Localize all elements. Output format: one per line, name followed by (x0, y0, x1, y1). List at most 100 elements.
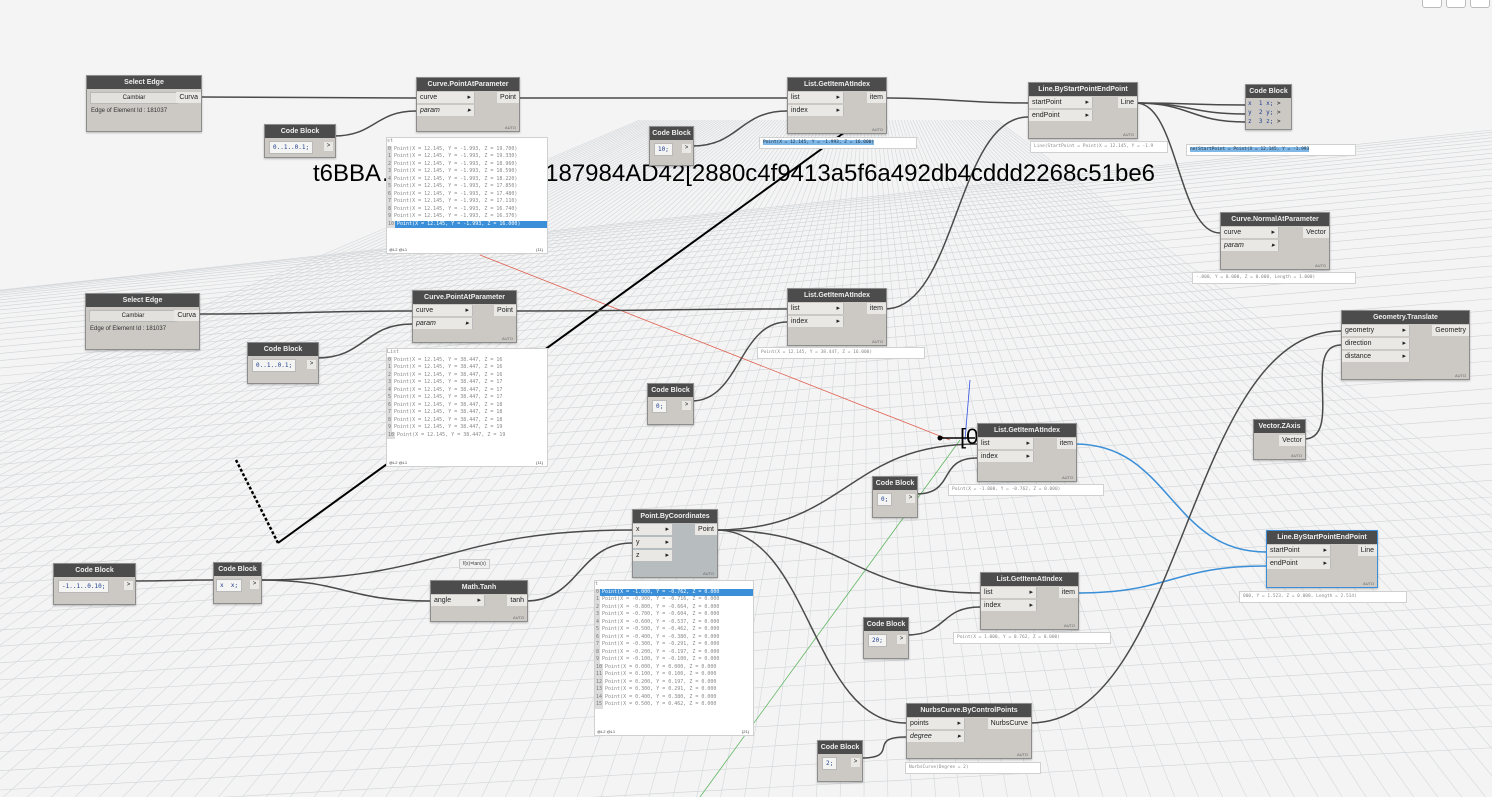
input-port-index[interactable]: index▸ (788, 105, 844, 116)
input-port-index[interactable]: index▸ (981, 600, 1037, 611)
code-editor[interactable]: -1..1..0.10; (58, 580, 110, 593)
graph-view-button[interactable] (1422, 0, 1442, 8)
vector-zaxis-node[interactable]: Vector.ZAxis Vector AUTO (1253, 419, 1306, 460)
input-port-endpoint[interactable]: endPoint▸ (1029, 110, 1093, 121)
input-port-distance[interactable]: distance▸ (1342, 351, 1410, 362)
curve-point-at-parameter-node-1[interactable]: Curve.PointAtParameter curve▸Point param… (416, 77, 520, 132)
output-port[interactable]: > (682, 144, 691, 153)
code-block-0-a[interactable]: Code Block 0; > (647, 383, 694, 425)
geometry-translate-node[interactable]: Geometry.Translate geometry▸Geometry dir… (1341, 310, 1470, 380)
line-by-start-end-node-1[interactable]: Line.ByStartPointEndPoint startPoint▸Lin… (1028, 82, 1138, 139)
code-block-0-b[interactable]: Code Block 0; > (872, 476, 918, 518)
output-port[interactable]: > (250, 580, 259, 589)
input-port-y[interactable]: y (1248, 109, 1252, 116)
code-block-xyz[interactable]: Code Block x 1 x; > y 2 y; > z 3 z; > (1245, 84, 1292, 130)
code-editor[interactable]: 0; (877, 493, 893, 506)
input-port-curve[interactable]: curve▸ (417, 92, 475, 103)
output-port-item[interactable]: item (1058, 587, 1078, 598)
code-editor[interactable]: 2; (822, 757, 838, 770)
code-block-x[interactable]: Code Block x x; > (213, 562, 262, 604)
output-port-point[interactable]: Point (494, 305, 516, 316)
output-port-tanh[interactable]: tanh (507, 595, 527, 606)
output-port-curva[interactable]: Curva (174, 310, 199, 321)
output-port-nurbscurve[interactable]: NurbsCurve (987, 718, 1031, 729)
input-port-z[interactable]: z (1248, 118, 1252, 125)
input-port-endpoint[interactable]: endPoint▸ (1267, 558, 1331, 569)
output-port-vector[interactable]: Vector (1303, 227, 1329, 238)
code-block-range-2[interactable]: Code Block 0..1..0.1; > (247, 342, 319, 384)
code-block-range-neg[interactable]: Code Block -1..1..0.10; > (53, 563, 136, 605)
list-get-item-at-index-node-4[interactable]: List.GetItemAtIndex list▸item index▸ AUT… (980, 572, 1079, 630)
view-controls[interactable] (1402, 0, 1492, 8)
change-selection-button[interactable]: Cambiar (90, 92, 178, 104)
input-port-startpoint[interactable]: startPoint▸ (1267, 545, 1331, 556)
input-port-list[interactable]: list▸ (788, 92, 844, 103)
output-port-point[interactable]: Point (497, 92, 519, 103)
code-editor[interactable]: x x; (216, 579, 243, 592)
input-port-direction[interactable]: direction▸ (1342, 338, 1410, 349)
output-port-item[interactable]: item (866, 92, 886, 103)
line-by-start-end-node-2[interactable]: Line.ByStartPointEndPoint startPoint▸Lin… (1266, 530, 1378, 588)
zoom-button[interactable] (1470, 0, 1490, 8)
select-edge-node-2[interactable]: Select Edge Cambiar Curva Edge of Elemen… (85, 293, 200, 350)
input-port-angle[interactable]: angle▸ (431, 595, 485, 606)
input-port-x[interactable]: x (220, 582, 224, 589)
change-selection-button[interactable]: Cambiar (89, 310, 177, 322)
code-block-range-1[interactable]: Code Block 0..1..0.1; > (264, 124, 336, 158)
input-port-y[interactable]: y▸ (633, 537, 673, 548)
input-port-list[interactable]: list▸ (981, 587, 1037, 598)
input-port-x[interactable]: x (1248, 100, 1252, 107)
curve-point-at-parameter-node-2[interactable]: Curve.PointAtParameter curve▸Point param… (412, 290, 517, 343)
input-port-curve[interactable]: curve▸ (1221, 227, 1279, 238)
output-port[interactable]: > (307, 360, 316, 369)
output-port[interactable]: > (851, 758, 860, 767)
code-editor[interactable]: 20; (868, 634, 887, 647)
input-port-index[interactable]: index▸ (978, 451, 1034, 462)
list-get-item-at-index-node-2[interactable]: List.GetItemAtIndex list▸item index▸ AUT… (787, 288, 887, 346)
output-port-vector[interactable]: Vector (1279, 435, 1305, 446)
code-block-20[interactable]: Code Block 20; > (863, 617, 909, 659)
input-port-startpoint[interactable]: startPoint▸ (1029, 97, 1093, 108)
code-block-2[interactable]: Code Block 2; > (817, 740, 863, 782)
list-get-item-at-index-node-3[interactable]: List.GetItemAtIndex list▸item index▸ AUT… (977, 423, 1077, 482)
output-port-line[interactable]: Line (1117, 97, 1137, 108)
curve-normal-at-parameter-node[interactable]: Curve.NormalAtParameter curve▸Vector par… (1220, 212, 1330, 270)
code-editor[interactable]: 10; (654, 143, 673, 156)
output-port[interactable]: > (897, 635, 906, 644)
input-port-x[interactable]: x▸ (633, 524, 673, 535)
output-port[interactable]: > (124, 581, 133, 590)
select-edge-node-1[interactable]: Select Edge Cambiar Curva Edge of Elemen… (86, 75, 202, 132)
point-by-coordinates-node[interactable]: Point.ByCoordinates x▸Point y▸ z▸ AUTO (632, 509, 718, 578)
input-port-list[interactable]: list▸ (978, 438, 1034, 449)
output-port[interactable]: > (682, 401, 691, 410)
code-editor[interactable]: 0..1..0.1; (252, 359, 297, 372)
list-get-item-at-index-node-1[interactable]: List.GetItemAtIndex list▸item index▸ AUT… (787, 77, 887, 134)
input-port-param[interactable]: param▸ (1221, 240, 1279, 251)
input-port-points[interactable]: points▸ (907, 718, 965, 729)
math-tanh-node[interactable]: Math.Tanh angle▸tanh AUTO (430, 580, 528, 622)
code-editor[interactable]: 0; (652, 400, 668, 413)
output-port-item[interactable]: item (866, 303, 886, 314)
input-port-index[interactable]: index▸ (788, 316, 844, 327)
input-port-list[interactable]: list▸ (788, 303, 844, 314)
input-port-z[interactable]: z▸ (633, 550, 673, 561)
output-port-point[interactable]: Point (695, 524, 717, 535)
input-port-geometry[interactable]: geometry▸ (1342, 325, 1410, 336)
output-port-item[interactable]: item (1056, 438, 1076, 449)
input-port-degree[interactable]: degree▸ (907, 731, 965, 742)
nurbs-curve-by-control-points-node[interactable]: NurbsCurve.ByControlPoints points▸NurbsC… (906, 703, 1032, 759)
output-port-geometry[interactable]: Geometry (1432, 325, 1469, 336)
input-port-param[interactable]: param▸ (417, 105, 475, 116)
geometry-view-button[interactable] (1446, 0, 1466, 8)
input-port-param[interactable]: param▸ (413, 318, 473, 329)
output-port[interactable]: > (906, 494, 915, 503)
code-editor[interactable]: x 1 x; > y 2 y; > z 3 z; > (1248, 99, 1281, 126)
input-port-curve[interactable]: curve▸ (413, 305, 473, 316)
output-port[interactable]: > (324, 142, 333, 151)
code-editor[interactable]: 0..1..0.1; (269, 141, 314, 154)
output-port-curva[interactable]: Curva (176, 92, 201, 103)
